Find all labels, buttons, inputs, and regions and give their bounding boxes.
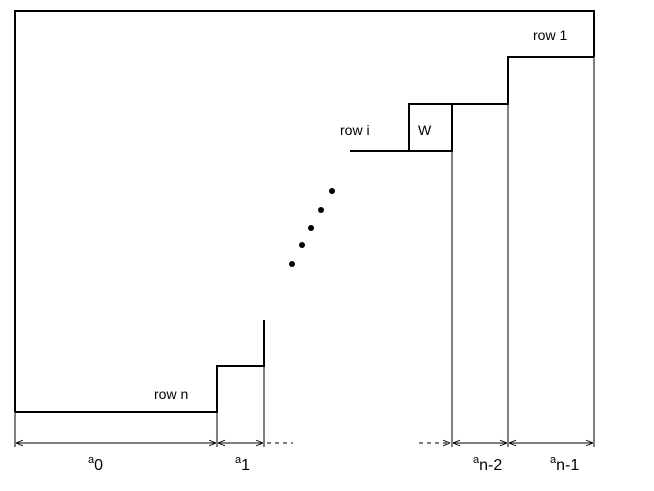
width-label-an2: an-2: [473, 454, 502, 474]
width-label-base: a: [88, 454, 95, 466]
ellipsis-dots: [289, 188, 335, 267]
ellipsis-dot: [299, 242, 305, 248]
width-label-base: a: [550, 454, 557, 466]
width-label-a0: a0: [88, 454, 103, 474]
staircase-upper: [350, 56, 594, 152]
width-label-base: a: [235, 454, 242, 466]
w-box: [408, 103, 453, 152]
row-n-label: row n: [154, 386, 188, 402]
w-label: W: [418, 122, 432, 138]
frame-outline: [14, 10, 595, 412]
row-i-label: row i: [340, 122, 370, 138]
row-1-label: row 1: [533, 27, 567, 43]
width-label-an1: an-1: [550, 454, 579, 474]
ellipsis-dot: [308, 225, 314, 231]
extension-lines: [14, 57, 595, 447]
width-label-a1: a1: [235, 454, 250, 474]
ellipsis-dot: [329, 188, 335, 194]
ellipsis-dot: [289, 261, 295, 267]
width-label-sub: 1: [241, 457, 250, 474]
width-label-sub: 0: [94, 457, 103, 474]
width-label-sub: n-2: [479, 457, 502, 474]
width-label-sub: n-1: [556, 457, 579, 474]
staircase-lower: [15, 320, 265, 413]
width-label-base: a: [473, 454, 480, 466]
ellipsis-dot: [318, 207, 324, 213]
